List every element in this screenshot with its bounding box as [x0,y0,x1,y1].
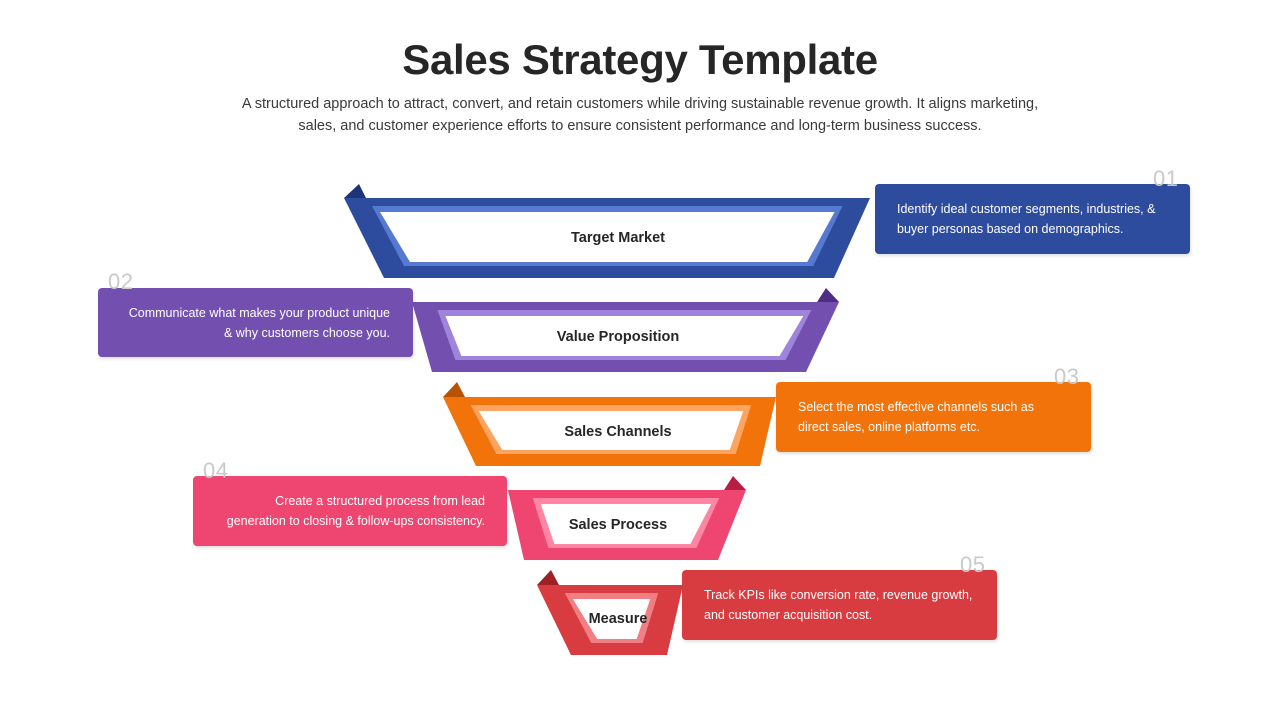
funnel-inner-panel-target-market [380,212,835,262]
stage-number: 03 [1054,364,1080,389]
stage-card-sales-process: Create a structured process from lead ge… [193,476,507,546]
stage-label-value-proposition: Value Proposition [556,329,680,345]
funnel-inner-panel-value-proposition [445,316,804,356]
stage-description: Select the most effective channels such … [798,400,1035,434]
stage-label-target-market: Target Market [570,230,665,246]
stage-number: 05 [960,552,986,577]
stage-number: 04 [203,458,229,483]
funnel-inner-panel-sales-process [540,504,712,544]
funnel-fold-value-proposition [817,288,839,302]
stage-card-value-proposition: Communicate what makes your product uniq… [98,288,413,357]
stage-number: 02 [108,269,134,294]
stage-card-sales-channels: Select the most effective channels such … [776,382,1091,452]
page-title: Sales Strategy Template [402,36,878,83]
stage-description: Communicate what makes your product uniq… [128,306,390,340]
funnel-fold-measure [537,570,559,585]
stage-label-sales-process: Sales Process [568,517,668,533]
stage-description: Create a structured process from lead ge… [226,494,485,528]
funnel-inner-panel-measure [572,599,651,639]
stage-label-sales-channels: Sales Channels [564,424,672,440]
funnel-fold-sales-process [724,476,746,490]
stage-label-measure: Measure [588,611,648,627]
stage-number: 01 [1153,166,1179,191]
stage-description: Track KPIs like conversion rate, revenue… [704,588,973,622]
stage-card-measure: Track KPIs like conversion rate, revenue… [682,570,997,640]
funnel-fold-sales-channels [443,382,465,397]
funnel-fold-target-market [344,184,366,198]
stage-card-target-market: Identify ideal customer segments, indust… [875,184,1190,254]
stage-description: Identify ideal customer segments, indust… [897,202,1156,236]
funnel-inner-panel-sales-channels [478,411,744,450]
page-subtitle: A structured approach to attract, conver… [241,96,1039,134]
